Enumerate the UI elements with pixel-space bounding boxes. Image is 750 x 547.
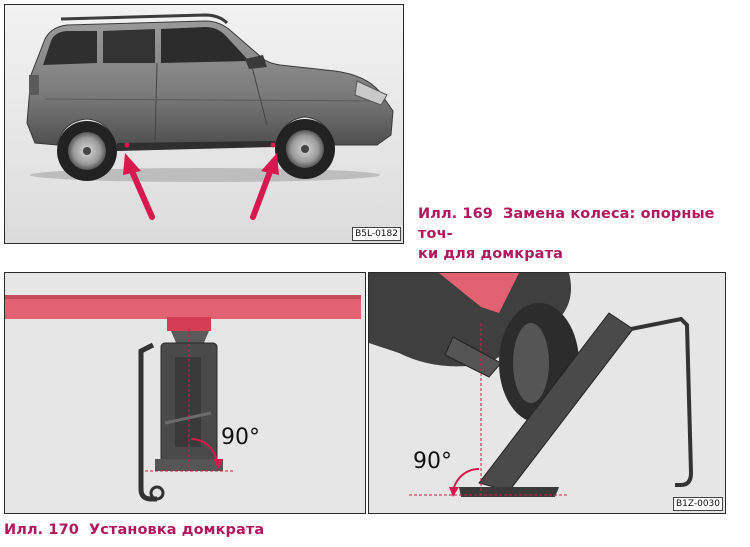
figure-number: Илл. 169 [418, 206, 493, 222]
angle-label-left: 90° [221, 425, 260, 450]
caption-line1: Замена колеса: опорные точ- [418, 206, 715, 242]
figure-number: Илл. 170 [4, 522, 79, 538]
car-jack-points-illustration: B5L-0182 [4, 4, 404, 244]
jack-side-view-illustration: 90° B1Z-0030 [368, 272, 726, 514]
jack-front-view-illustration: 90° [4, 272, 366, 514]
caption-line2: ки для домкрата [418, 246, 563, 262]
angle-label-right: 90° [413, 449, 452, 474]
figure-code: B1Z-0030 [672, 497, 723, 511]
figure-code: B5L-0182 [352, 227, 401, 241]
rear-jack-point-arrow-icon [123, 153, 155, 220]
jack-side-drawing [369, 273, 725, 513]
rear-jack-point [124, 142, 130, 148]
figure-170-caption: Илл. 170 Установка домкрата [4, 520, 264, 540]
car-side-view-drawing [5, 5, 403, 243]
caption-text: Установка домкрата [89, 522, 265, 538]
front-jack-point [270, 142, 276, 148]
front-wheel [275, 119, 335, 179]
front-jack-point-arrow-icon [250, 153, 279, 220]
jack-front-drawing [5, 273, 365, 513]
rear-wheel [57, 121, 117, 181]
